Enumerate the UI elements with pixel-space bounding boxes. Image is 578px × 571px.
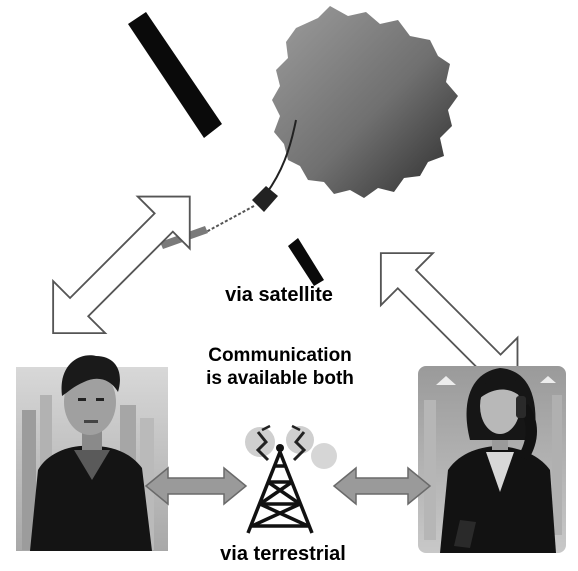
communication-caption: Communication is available both (180, 344, 380, 390)
via-satellite-label: via satellite (225, 284, 333, 306)
satellite-link-arrow-left (52, 195, 191, 335)
satellite-body (252, 186, 278, 212)
cell-tower-icon (245, 424, 337, 534)
woman-on-phone-icon (418, 366, 566, 553)
satellite-boom (128, 12, 222, 138)
satellite-arm (205, 205, 255, 233)
communication-caption-line-2: is available both (206, 368, 354, 389)
terrestrial-link-arrow-right (332, 466, 432, 506)
communication-caption-line-1: Communication (208, 345, 352, 366)
via-terrestrial-label: via terrestrial (220, 543, 346, 565)
man-person-icon (16, 355, 168, 551)
satellite-solar-panel (272, 6, 458, 198)
satellite-icon (128, 6, 458, 286)
satellite-tether (265, 119, 297, 195)
terrestrial-link-arrow-left (144, 466, 248, 506)
satellite-antenna (288, 238, 324, 286)
